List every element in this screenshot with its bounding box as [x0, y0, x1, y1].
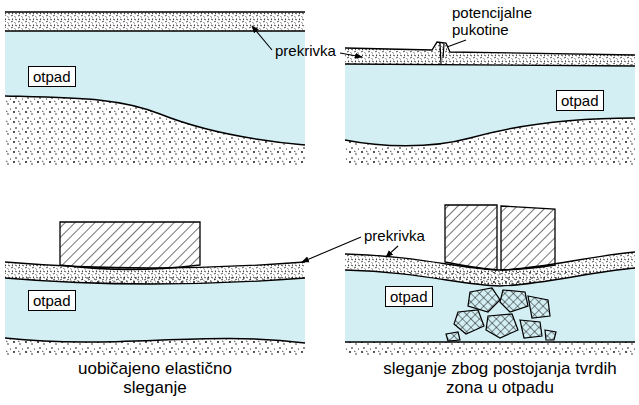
hard-zone	[446, 288, 556, 341]
crack	[440, 43, 444, 64]
waste-box: otpad	[28, 66, 76, 87]
callout-label: potencijalne pukotine	[452, 4, 556, 38]
panel-top-right	[345, 42, 635, 165]
waste-box: otpad	[556, 90, 604, 111]
node-text: otpad	[561, 92, 599, 109]
callout-label: prekrivka	[364, 227, 425, 244]
node-text: otpad	[33, 68, 71, 85]
leader-lines	[252, 26, 466, 262]
node-text: otpad	[390, 288, 428, 305]
caption-text: uobičajeno elastično sleganje	[75, 359, 235, 397]
panel-top-left	[5, 12, 305, 165]
caption-text: sleganje zbog postojanja tvrdih zona u o…	[383, 359, 617, 397]
surcharge-block	[60, 222, 200, 270]
waste-box: otpad	[385, 286, 433, 307]
panel-bottom-right	[345, 205, 635, 356]
callout-label: prekrivka	[275, 42, 336, 59]
node-text: otpad	[33, 292, 71, 309]
panel-bottom-left	[5, 222, 305, 356]
surcharge-block	[445, 205, 497, 270]
waste-box: otpad	[28, 290, 76, 311]
surcharge-block	[501, 206, 555, 270]
